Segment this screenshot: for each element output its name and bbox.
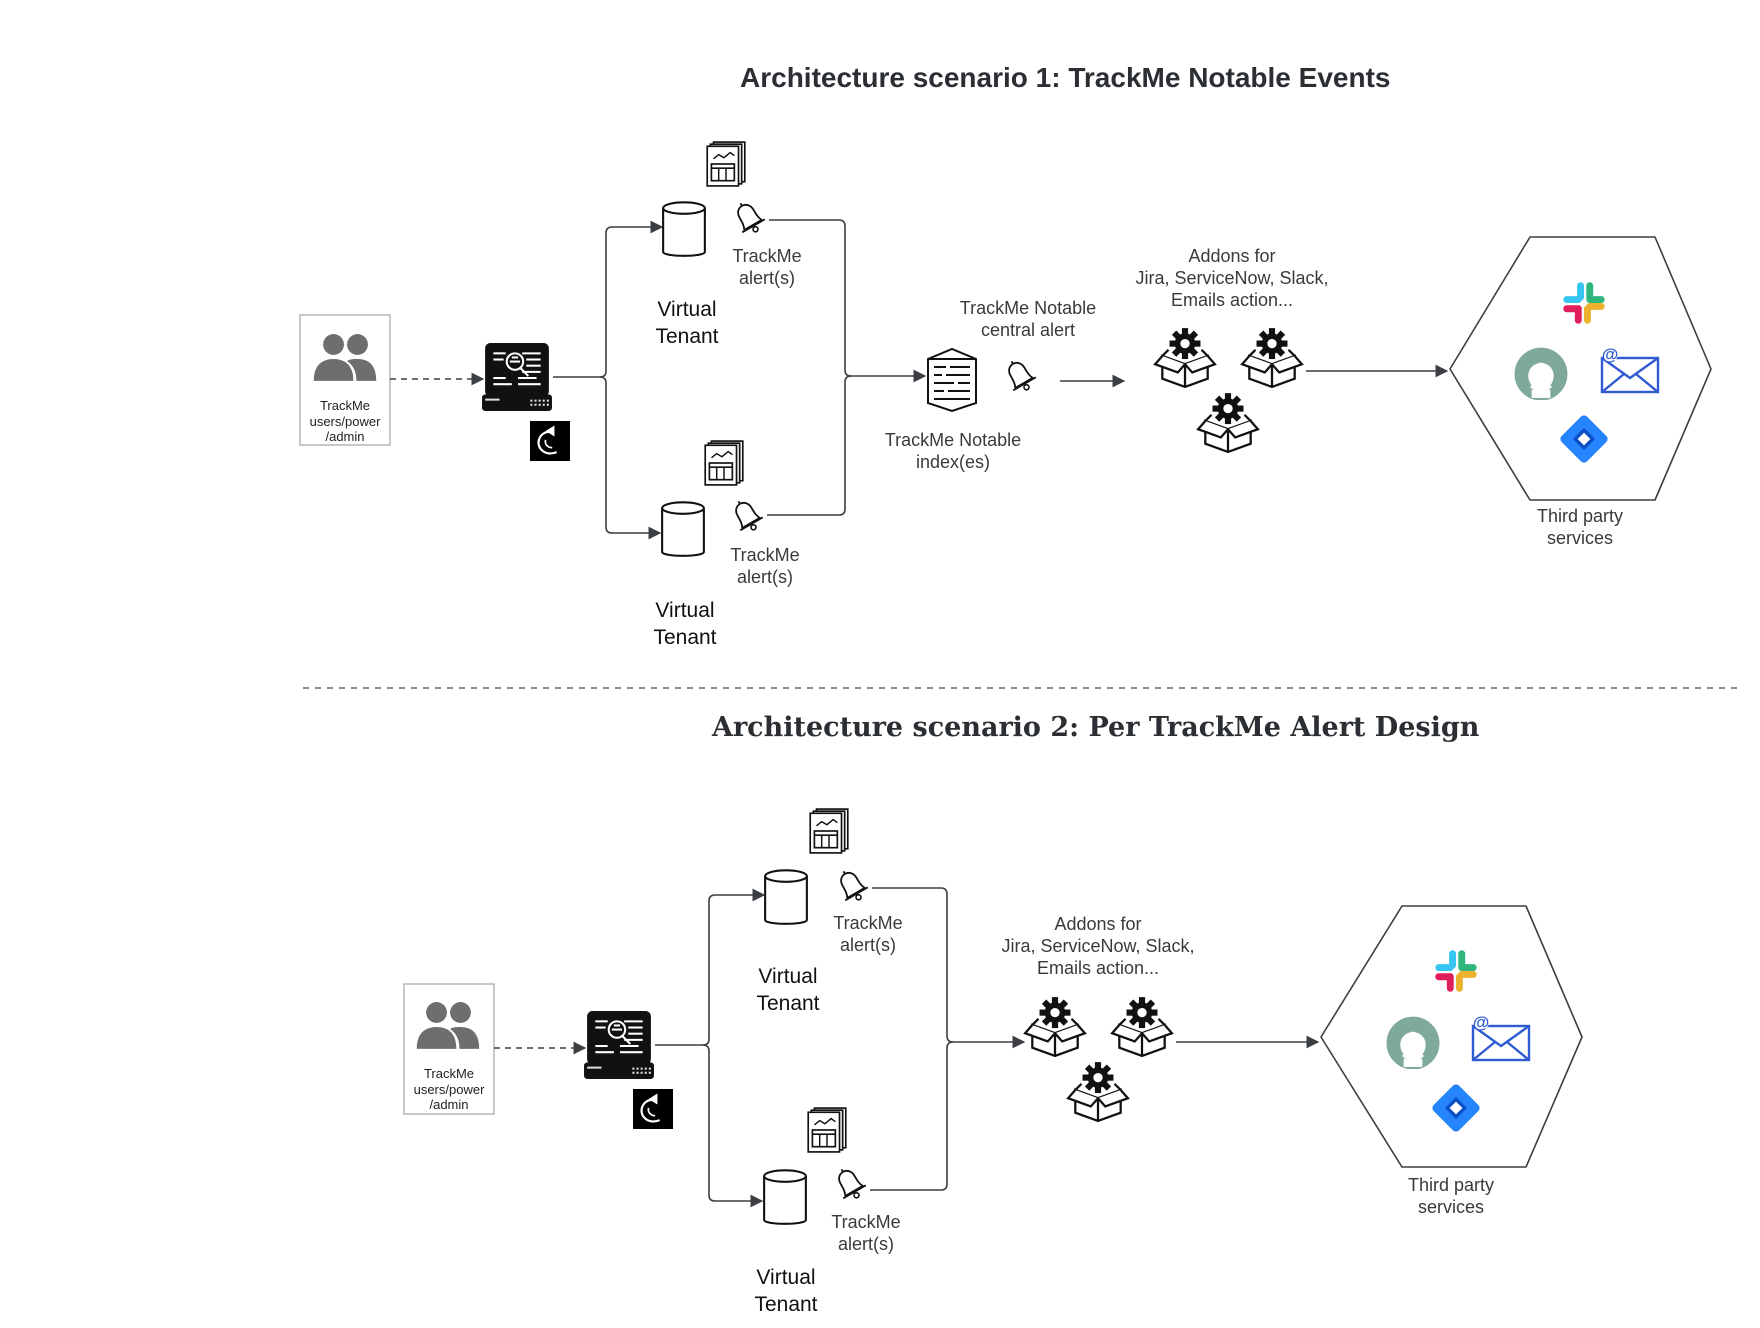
third-party-hexagon xyxy=(1320,905,1583,1168)
scenario-2-title: Architecture scenario 2: Per TrackMe Ale… xyxy=(712,712,1480,743)
third-party-label: Third party services xyxy=(1536,506,1624,548)
users-label: TrackMe users/power /admin xyxy=(413,1066,485,1113)
tenant-label: Virtual Tenant xyxy=(754,1266,818,1317)
alert-label: TrackMe alert(s) xyxy=(730,545,800,587)
server-to-tenant-bottom-connector xyxy=(702,1044,764,1208)
alert-label: TrackMe alert(s) xyxy=(833,913,903,955)
scenario-1-title: Architecture scenario 1: TrackMe Notable… xyxy=(740,62,1391,93)
alert-top-to-index-connector xyxy=(769,219,927,383)
scenario-1 xyxy=(299,141,1712,557)
addon-box-gear-icon xyxy=(1023,995,1087,1058)
users-label: TrackMe users/power /admin xyxy=(309,398,381,445)
database-icon xyxy=(763,1169,807,1225)
index-icon xyxy=(926,347,978,413)
bell-icon xyxy=(1000,356,1040,396)
tenant-label: Virtual Tenant xyxy=(653,599,717,650)
splunk-server-icon xyxy=(481,342,553,412)
addon-box-gear-icon xyxy=(1240,326,1304,389)
trackme-logo-icon xyxy=(633,1089,673,1129)
database-icon xyxy=(661,501,705,557)
splunk-server-icon xyxy=(583,1010,655,1080)
central-alert-label: TrackMe Notable central alert xyxy=(959,298,1097,340)
bell-icon xyxy=(830,1164,870,1204)
report-icon xyxy=(706,141,746,187)
report-icon xyxy=(807,1107,847,1153)
bell-icon xyxy=(727,496,767,536)
report-icon xyxy=(704,440,744,486)
database-icon xyxy=(764,869,808,925)
scenario-2 xyxy=(403,808,1583,1225)
addons-label: Addons for Jira, ServiceNow, Slack, Emai… xyxy=(1135,246,1329,310)
alert-label: TrackMe alert(s) xyxy=(831,1212,901,1254)
tenant-label: Virtual Tenant xyxy=(756,965,820,1016)
bell-icon xyxy=(729,198,769,238)
index-label: TrackMe Notable index(es) xyxy=(884,430,1022,472)
third-party-label: Third party services xyxy=(1407,1175,1495,1217)
report-icon xyxy=(809,808,849,854)
alert-bottom-to-addons-connector xyxy=(870,1041,954,1191)
addon-box-gear-icon xyxy=(1066,1060,1130,1123)
addons-label: Addons for Jira, ServiceNow, Slack, Emai… xyxy=(1001,914,1195,978)
trackme-logo-icon xyxy=(530,421,570,461)
server-to-tenant-bottom-connector xyxy=(599,376,662,540)
database-icon xyxy=(662,201,706,257)
tenant-label: Virtual Tenant xyxy=(655,298,719,349)
addon-box-gear-icon xyxy=(1110,995,1174,1058)
alert-label: TrackMe alert(s) xyxy=(732,246,802,288)
bell-icon xyxy=(832,866,872,906)
third-party-hexagon xyxy=(1449,236,1712,501)
users-box xyxy=(403,983,495,1115)
alert-bottom-to-index-connector xyxy=(767,375,852,516)
addon-box-gear-icon xyxy=(1196,391,1260,454)
addon-box-gear-icon xyxy=(1153,326,1217,389)
